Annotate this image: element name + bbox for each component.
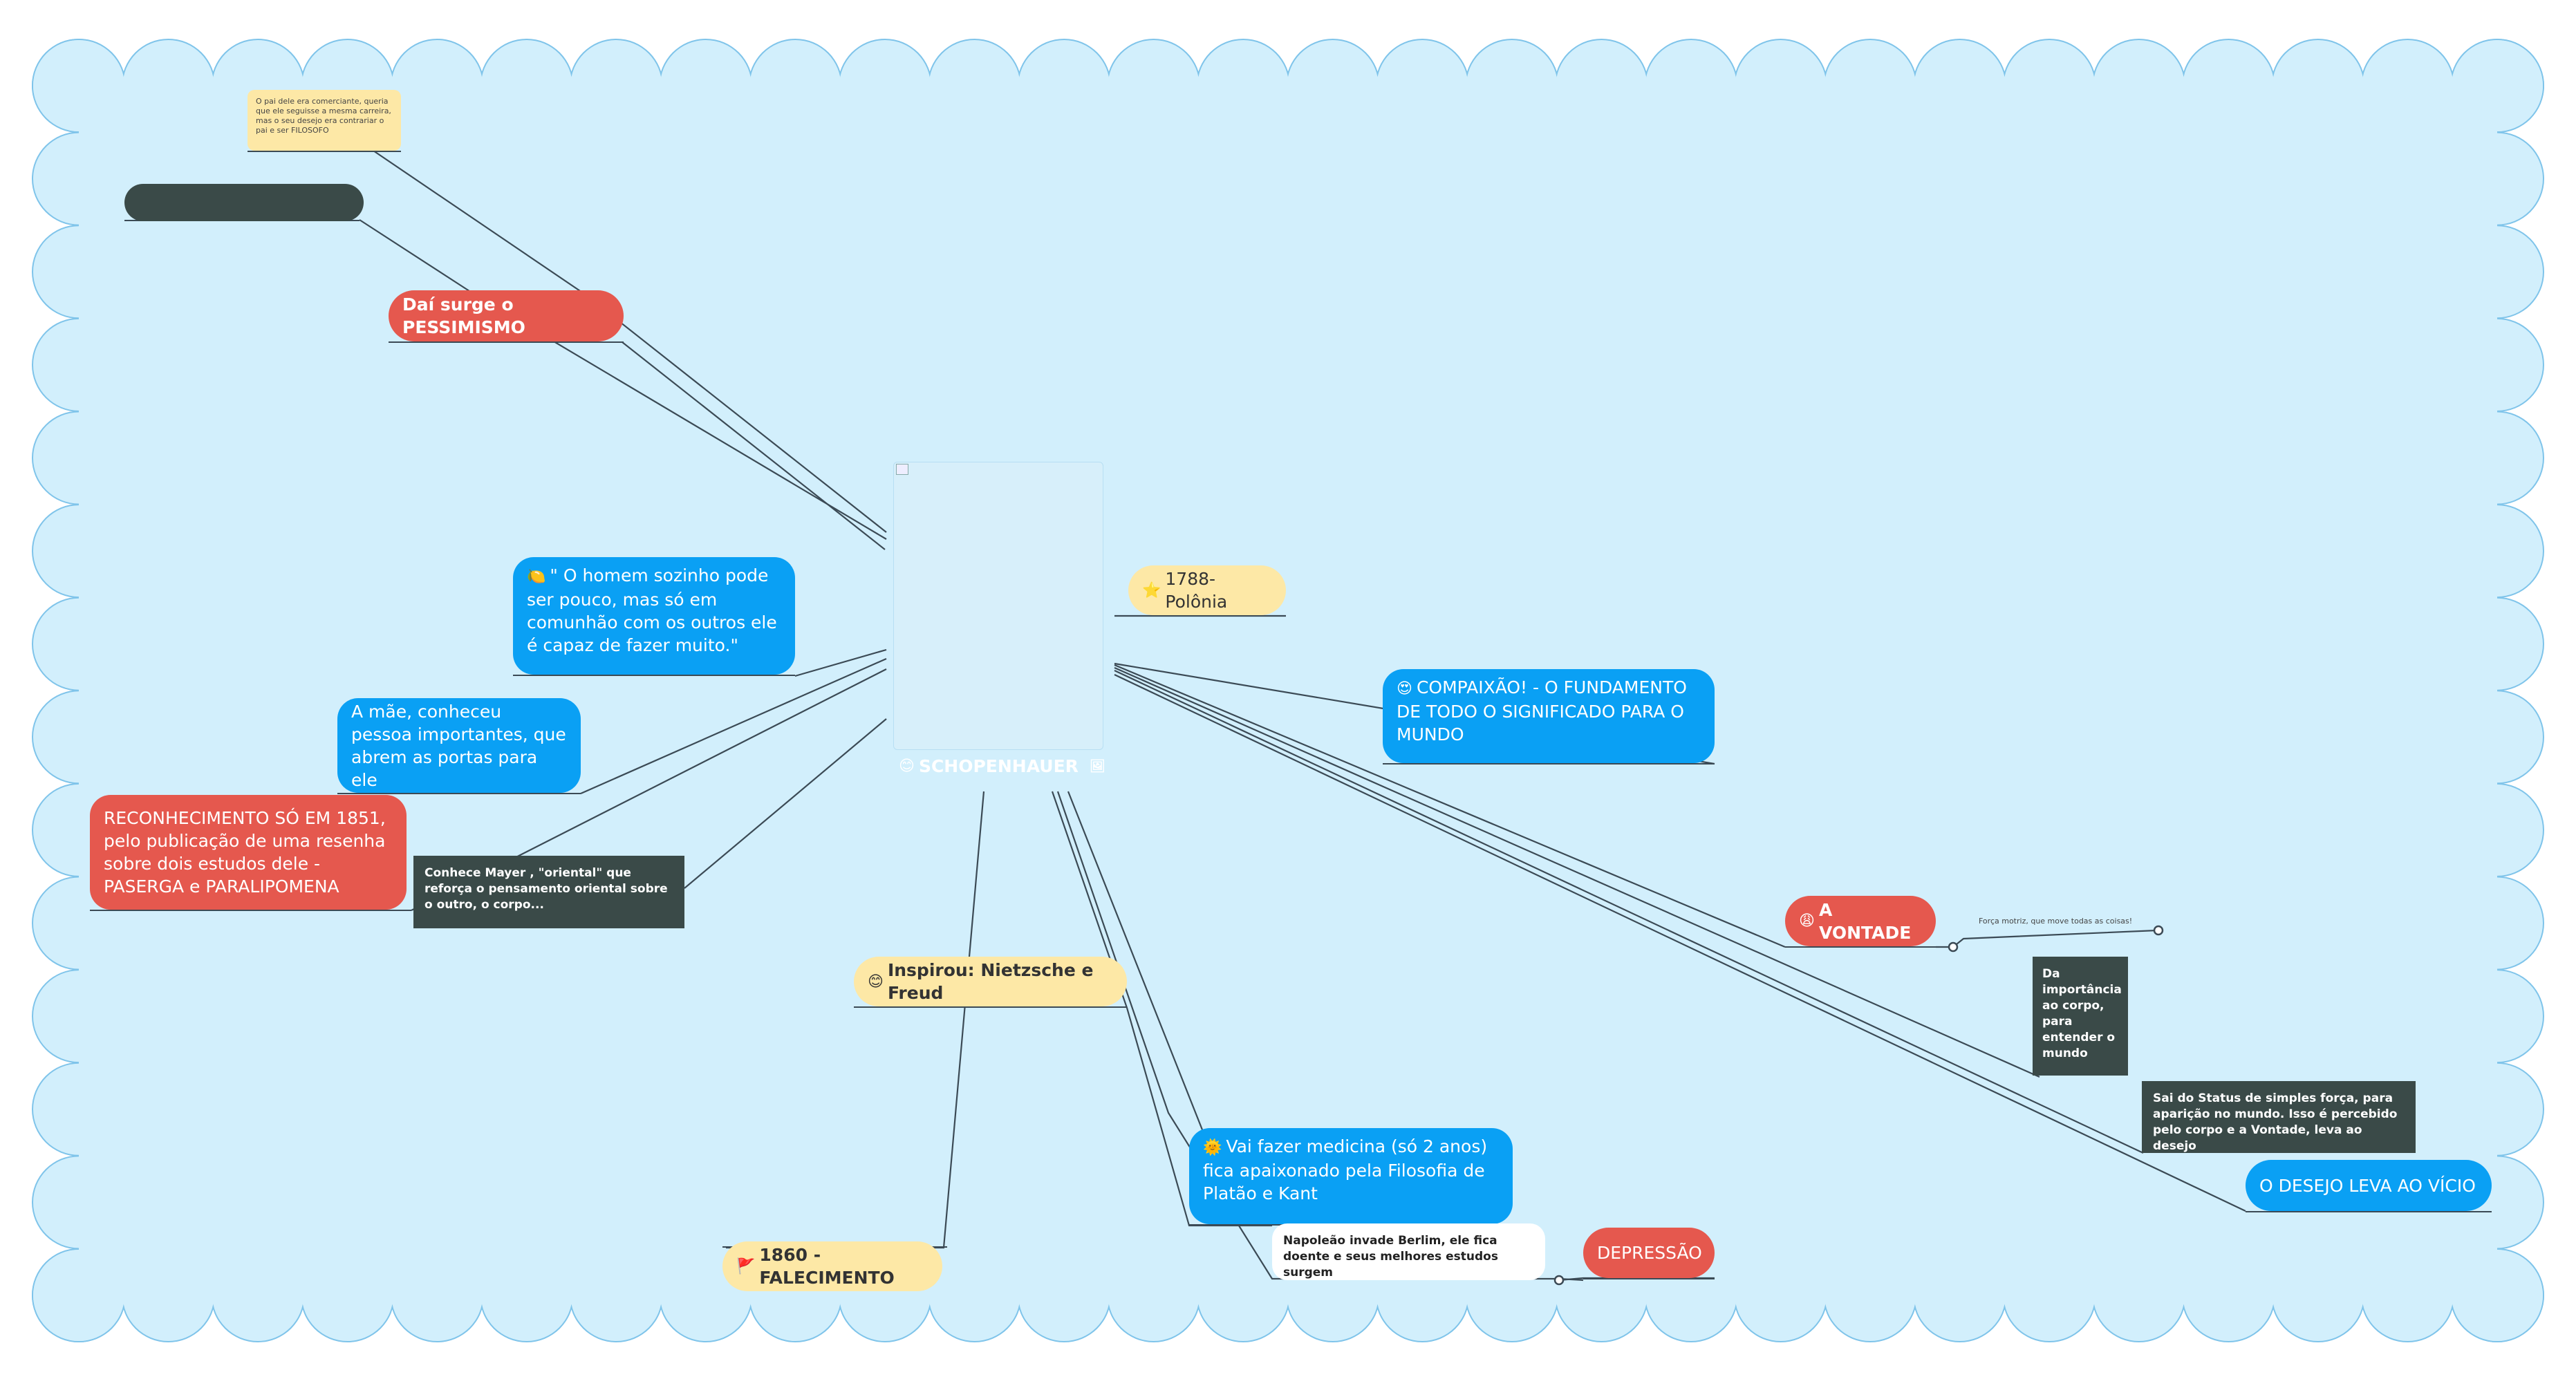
underline-depressao: [1583, 1278, 1715, 1279]
underline-reconhecimento: [90, 910, 411, 911]
medicina-text: Vai fazer medicina (só 2 anos) fica apai…: [1203, 1136, 1488, 1203]
central-topic-label: SCHOPENHAUER: [918, 756, 1079, 776]
napoleao-node[interactable]: Napoleão invade Berlim, ele fica doente …: [1272, 1223, 1545, 1280]
polonia-node[interactable]: ⭐ 1788- Polônia: [1128, 565, 1286, 615]
reconhecimento-text: RECONHECIMENTO SÓ EM 1851, pelo publicaç…: [104, 808, 386, 897]
falecimento-node[interactable]: 🚩 1860 - FALECIMENTO: [722, 1241, 942, 1291]
mayer-text: Conhece Mayer , "oriental" que reforça o…: [424, 866, 668, 912]
polonia-text: 1788- Polônia: [1165, 569, 1228, 612]
underline-mae: [337, 793, 581, 794]
pessimismo-text: Daí surge o PESSIMISMO: [402, 294, 525, 337]
mae-node[interactable]: A mãe, conheceu pessoa importantes, que …: [337, 698, 581, 793]
desejo-text: O DESEJO LEVA AO VÍCIO: [2259, 1175, 2476, 1196]
desejo-node[interactable]: O DESEJO LEVA AO VÍCIO: [2246, 1160, 2492, 1211]
reconhecimento-node[interactable]: RECONHECIMENTO SÓ EM 1851, pelo publicaç…: [90, 795, 407, 910]
vontade-text: A VONTADE: [1818, 899, 1912, 943]
mayer-node[interactable]: Conhece Mayer , "oriental" que reforça o…: [413, 856, 684, 928]
forca-text: Força motriz, que move todas as coisas!: [1979, 917, 2133, 926]
central-topic[interactable]: 😊 SCHOPENHAUER 🖼: [899, 756, 1105, 776]
underline-pessimismo: [389, 341, 624, 343]
quote-text: " O homem sozinho pode ser pouco, mas só…: [527, 565, 777, 655]
medicina-node[interactable]: 🌞Vai fazer medicina (só 2 anos) fica apa…: [1189, 1128, 1513, 1224]
broken-image-icon: [896, 464, 908, 475]
underline-desejo: [2246, 1211, 2492, 1212]
underline-compaixao: [1383, 763, 1715, 764]
depressao-text: DEPRESSÃO: [1597, 1243, 1702, 1263]
heart-eyes-emoji-icon: 😍: [1397, 680, 1412, 697]
flag-icon: 🚩: [736, 1257, 756, 1275]
falecimento-text: 1860 - FALECIMENTO: [759, 1245, 895, 1288]
corpo-text: Da importância ao corpo, para entender o…: [2042, 967, 2122, 1060]
compaixao-node[interactable]: 😍COMPAIXÃO! - O FUNDAMENTO DE TODO O SIG…: [1383, 669, 1715, 763]
center-image-placeholder[interactable]: [893, 462, 1103, 750]
lemon-icon: 🍋: [527, 568, 546, 585]
underline-polonia: [1114, 615, 1286, 617]
image-icon: 🖼: [1089, 759, 1105, 773]
pessimismo-node[interactable]: Daí surge o PESSIMISMO: [389, 290, 624, 341]
smile-emoji-icon: 😊: [899, 758, 915, 775]
status-node[interactable]: Sai do Status de simples força, para apa…: [2142, 1081, 2416, 1153]
dark-blank-node[interactable]: [124, 184, 364, 221]
underline-inspirou: [854, 1006, 1127, 1008]
inspirou-node[interactable]: 😊 Inspirou: Nietzsche e Freud: [854, 957, 1127, 1006]
napoleao-text: Napoleão invade Berlim, ele fica doente …: [1283, 1234, 1498, 1279]
vontade-node[interactable]: 😩 A VONTADE: [1785, 896, 1936, 946]
pai-note-text: O pai dele era comerciante, queria que e…: [256, 97, 391, 135]
corpo-node[interactable]: Da importância ao corpo, para entender o…: [2033, 957, 2128, 1076]
pai-note[interactable]: O pai dele era comerciante, queria que e…: [248, 90, 401, 151]
sun-icon: 🌞: [1203, 1139, 1222, 1156]
forca-label[interactable]: Força motriz, que move todas as coisas!: [1979, 917, 2158, 926]
compaixao-text: COMPAIXÃO! - O FUNDAMENTO DE TODO O SIGN…: [1397, 677, 1687, 744]
inspirou-text: Inspirou: Nietzsche e Freud: [887, 960, 1094, 1003]
quote-node[interactable]: 🍋" O homem sozinho pode ser pouco, mas s…: [513, 557, 795, 675]
underline-vontade: [1785, 946, 1936, 948]
smile-emoji-icon-2: 😊: [868, 973, 884, 991]
tired-emoji-icon: 😩: [1799, 912, 1815, 930]
star-icon: ⭐: [1142, 581, 1161, 599]
mae-text: A mãe, conheceu pessoa importantes, que …: [351, 701, 566, 790]
depressao-node[interactable]: DEPRESSÃO: [1583, 1228, 1715, 1278]
status-text: Sai do Status de simples força, para apa…: [2153, 1091, 2398, 1153]
underline-pai-note: [248, 151, 401, 152]
underline-quote: [513, 675, 795, 676]
